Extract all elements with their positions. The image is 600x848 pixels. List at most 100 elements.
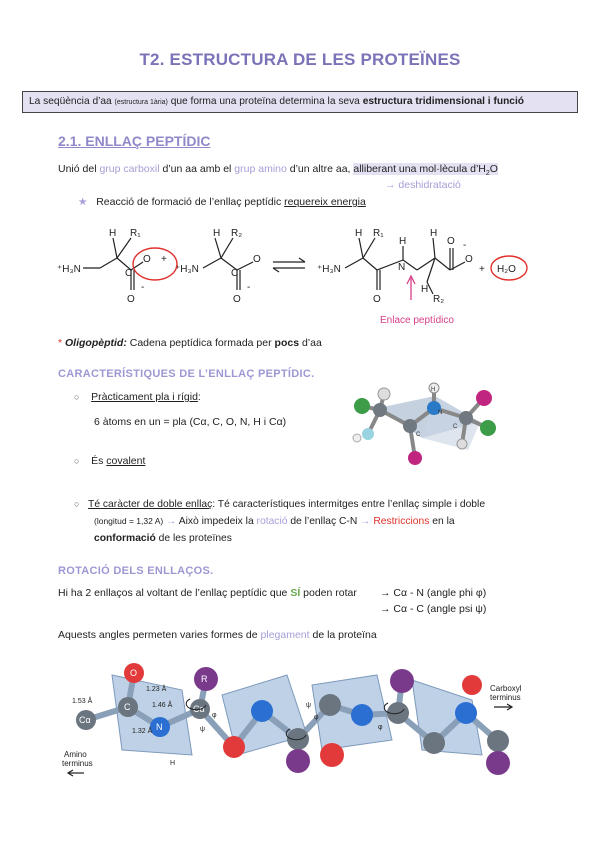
svg-text:-: - bbox=[141, 282, 144, 293]
rotacio-text: Hi ha 2 enllaços al voltant de l’enllaç … bbox=[58, 586, 357, 601]
restriccions-term: Restriccions bbox=[373, 516, 430, 527]
bb-phi2: φ bbox=[314, 714, 319, 721]
reaccio-text: Reacció de formació de l’enllaç peptídic bbox=[96, 196, 285, 208]
h2o-circle bbox=[490, 255, 528, 281]
bb-phi: φ bbox=[212, 712, 217, 719]
deshidratacio-note: → deshidratació bbox=[385, 178, 461, 193]
svg-text:O: O bbox=[447, 236, 455, 247]
model-n: N bbox=[438, 410, 442, 416]
aquests-t1: Aquests angles permeten varies formes de bbox=[58, 629, 261, 641]
de-les-text: de les proteïnes bbox=[155, 533, 232, 544]
conformacio-term: conformació bbox=[94, 533, 156, 544]
o-atom bbox=[124, 663, 144, 683]
bb-psi: ψ bbox=[200, 726, 205, 733]
bb-o: O bbox=[130, 668, 137, 678]
cn-text: de l’enllaç C-N bbox=[287, 516, 361, 527]
svg-text:-: - bbox=[247, 282, 250, 293]
oh-circle bbox=[132, 247, 178, 281]
bb-h: H bbox=[170, 760, 175, 767]
svg-text:C: C bbox=[125, 268, 132, 279]
bullet-icon: ○ bbox=[74, 499, 80, 509]
h2o-o: O bbox=[489, 163, 498, 175]
svg-text:R₂: R₂ bbox=[433, 294, 444, 305]
h2o-product: H₂O bbox=[497, 264, 516, 275]
summary-bold: estructura tridimensional i funció bbox=[362, 96, 525, 107]
svg-text:-: - bbox=[463, 240, 466, 251]
bb-amino-terminus: terminus bbox=[62, 759, 93, 768]
covalent-text: covalent bbox=[106, 455, 146, 467]
angle-psi: → Cα - C (angle psi ψ) bbox=[380, 603, 487, 615]
doble-enllac-term: Té caràcter de doble enllaç bbox=[88, 499, 213, 510]
conformacio-line: conformació de les proteïnes bbox=[94, 530, 232, 547]
h3n-product: ⁺H₃N bbox=[317, 264, 341, 275]
amino-term: grup amino bbox=[234, 163, 287, 175]
angle-phi: → Cα - N (angle phi φ) bbox=[380, 587, 487, 599]
oligo-t2: d’aa bbox=[299, 337, 322, 349]
aquests-t2: de la proteïna bbox=[309, 629, 377, 641]
requereix-energia: requereix energia bbox=[284, 196, 366, 208]
svg-text:+: + bbox=[479, 264, 485, 275]
h3n-left: ⁺H₃N bbox=[57, 264, 81, 275]
bullet-icon: ○ bbox=[74, 456, 80, 466]
svg-text:O: O bbox=[465, 254, 473, 265]
svg-text:R₂: R₂ bbox=[231, 228, 242, 239]
carboxil-term: grup carboxil bbox=[99, 163, 160, 175]
model-c: C bbox=[416, 432, 421, 438]
page-title: T2. ESTRUCTURA DE LES PROTEÏNES bbox=[139, 50, 461, 69]
svg-text:N: N bbox=[398, 262, 405, 273]
svg-text:R₁: R₁ bbox=[373, 228, 384, 239]
summary-small: (estructura 1ària) bbox=[114, 99, 168, 106]
union-t1: Unió del bbox=[58, 163, 100, 175]
atoms-text: 6 àtoms en un = pla (Cα, C, O, N, H i Cα… bbox=[94, 416, 287, 428]
oligo-star: * bbox=[58, 337, 63, 349]
svg-text:H: H bbox=[399, 236, 406, 247]
union-text: Unió del grup carboxil d’un aa amb el gr… bbox=[58, 162, 498, 181]
bb-d3: 1.46 Å bbox=[152, 700, 173, 709]
oligopeptid-note: * Oligopèptid: Cadena peptídica formada … bbox=[58, 336, 322, 351]
summary-text-1: La seqüència d’aa bbox=[29, 96, 112, 107]
plegament-text: Aquests angles permeten varies formes de… bbox=[58, 628, 377, 643]
model-h: H bbox=[431, 387, 435, 393]
svg-text:H: H bbox=[355, 228, 362, 239]
arrow-2: → bbox=[360, 516, 371, 527]
bb-carboxyl-terminus: terminus bbox=[490, 693, 521, 702]
oligo-t1: Cadena peptídica formada per bbox=[126, 337, 275, 349]
h3n-right: ⁺H₃N bbox=[175, 264, 199, 275]
doble-enllac-text: : Té característiques intermitges entre … bbox=[212, 499, 486, 510]
arrow-1: → bbox=[166, 516, 177, 527]
allibera-highlight: alliberant una mol·lècula d’H2O bbox=[353, 163, 498, 177]
bb-d2: 1.23 Å bbox=[146, 684, 167, 693]
model-c2: C bbox=[453, 424, 458, 430]
svg-text:O: O bbox=[233, 294, 241, 305]
deshidratacio-text: → deshidratació bbox=[385, 179, 461, 191]
svg-text:O: O bbox=[143, 254, 151, 265]
oligo-term: Oligopèptid: bbox=[65, 337, 127, 349]
bb-psi2: ψ bbox=[306, 702, 311, 709]
svg-text:O: O bbox=[253, 254, 261, 265]
summary-box: La seqüència d’aa (estructura 1ària) que… bbox=[22, 91, 578, 113]
longitud-text: (longitud = 1,32 A) bbox=[94, 516, 164, 526]
backbone-figure: O C N R Cα Cα 1.53 Å 1.23 Å 1.46 Å 1.32 … bbox=[62, 663, 522, 777]
svg-text:H: H bbox=[109, 228, 116, 239]
caracteristiques-title: CARACTERÍSTIQUES DE L’ENLLAÇ PEPTÍDIC. bbox=[58, 368, 315, 380]
svg-text:O: O bbox=[127, 294, 135, 305]
bb-amino: Amino bbox=[64, 750, 87, 759]
rotacio-term: rotació bbox=[256, 516, 288, 527]
pla-bullet: ○ Pràcticament pla i rígid: bbox=[74, 390, 201, 405]
covalent-pre: És bbox=[91, 455, 107, 467]
rotacio-t1: Hi ha 2 enllaços al voltant de l’enllaç … bbox=[58, 587, 291, 599]
svg-text:+: + bbox=[161, 254, 167, 265]
pla-colon: : bbox=[197, 391, 201, 403]
bb-d1: 1.53 Å bbox=[72, 696, 93, 705]
svg-text:R₁: R₁ bbox=[130, 228, 141, 239]
bullet-icon: ○ bbox=[74, 392, 80, 402]
summary-text-2: que forma una proteïna determina la seva bbox=[170, 96, 360, 107]
bb-carboxyl: Carboxyl bbox=[490, 684, 522, 693]
doble-enllac-bullet: ○ Té caràcter de doble enllaç: Té caract… bbox=[74, 496, 574, 513]
longitud-line: (longitud = 1,32 A) → Això impedeix la r… bbox=[94, 513, 455, 530]
svg-text:C: C bbox=[231, 268, 238, 279]
plegament-term: plegament bbox=[260, 629, 310, 641]
rotacio-title: ROTACIÓ DELS ENLLAÇOS. bbox=[58, 565, 214, 577]
section-title-enllac: 2.1. ENLLAÇ PEPTÍDIC bbox=[58, 133, 211, 149]
rotacio-t2: poden rotar bbox=[300, 587, 357, 599]
